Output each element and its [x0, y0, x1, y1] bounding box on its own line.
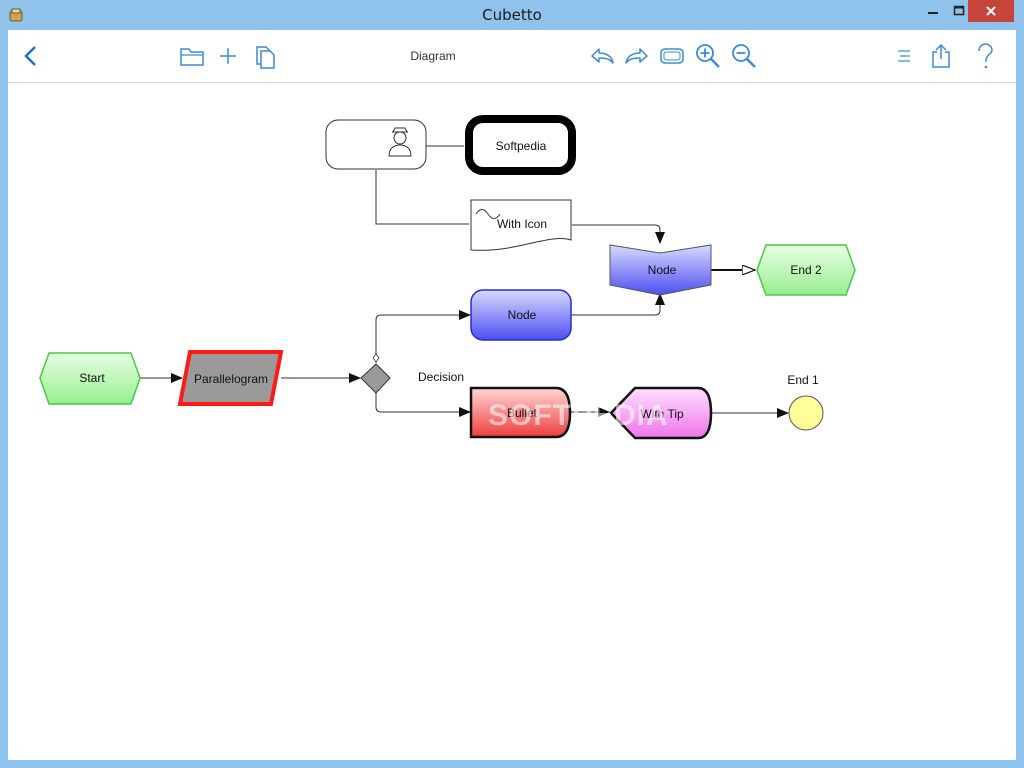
person-node[interactable] [325, 119, 427, 170]
end1-node[interactable]: End 1 [787, 373, 824, 431]
bullet-label: Bullet [507, 406, 538, 420]
toolbar: Diagram [8, 30, 1016, 83]
connector-decision-bullet [375, 393, 471, 417]
with-tip-label: With Tip [640, 407, 684, 421]
zoom-out-icon [732, 44, 756, 68]
parallelogram-label: Parallelogram [194, 372, 268, 386]
document-title: Diagram [410, 49, 456, 63]
connector-node-nodetop [571, 293, 665, 316]
share-button[interactable] [925, 40, 957, 72]
softpedia-node[interactable]: Softpedia [465, 115, 576, 175]
decision-label: Decision [418, 370, 464, 384]
parallelogram-node[interactable]: Parallelogram [177, 350, 284, 406]
redo-icon [625, 48, 648, 64]
redo-button[interactable] [621, 40, 653, 72]
zoom-in-icon [696, 44, 720, 68]
node-mid-label: Node [508, 308, 537, 322]
copy-icon [256, 46, 275, 69]
softpedia-label: Softpedia [496, 139, 547, 153]
minimize-button[interactable] [918, 0, 948, 22]
connector-decision-node [375, 310, 471, 363]
undo-button[interactable] [586, 40, 618, 72]
rounded-rect-icon [660, 48, 684, 64]
connector-person-withicon [375, 170, 469, 225]
share-icon [932, 43, 950, 68]
fit-button[interactable] [656, 40, 688, 72]
end2-node[interactable]: End 2 [756, 244, 856, 296]
zoom-in-button[interactable] [692, 40, 724, 72]
end1-label: End 1 [787, 373, 819, 387]
bullet-node[interactable]: Bullet [469, 386, 572, 439]
with-icon-node[interactable]: With Icon [470, 199, 572, 251]
node-top[interactable]: Node [609, 244, 712, 296]
maximize-button[interactable] [944, 0, 974, 22]
tilde-icon [475, 209, 501, 219]
connector-withicon-node [572, 224, 665, 244]
help-button[interactable] [969, 40, 1001, 72]
plus-icon [220, 48, 236, 64]
decision-node[interactable]: Decision [360, 353, 464, 394]
client-area: Diagram [8, 30, 1016, 760]
add-button[interactable] [212, 40, 244, 72]
start-label: Start [79, 371, 105, 385]
zoom-out-button[interactable] [728, 40, 760, 72]
node-top-label: Node [648, 263, 677, 277]
copy-button[interactable] [249, 40, 281, 72]
title-bar: Cubetto [0, 0, 1024, 30]
list-icon [898, 50, 910, 62]
start-node[interactable]: Start [39, 352, 141, 405]
with-icon-label: With Icon [497, 217, 547, 231]
back-button[interactable] [15, 40, 47, 72]
undo-icon [591, 48, 614, 64]
open-folder-button[interactable] [176, 40, 208, 72]
diagram-svg: Softpedia With Icon Node End 2 [39, 115, 856, 440]
node-mid[interactable]: Node [470, 289, 572, 341]
menu-button[interactable] [888, 40, 920, 72]
diagram-canvas[interactable]: Softpedia With Icon Node End 2 [8, 83, 1016, 760]
folder-icon [180, 48, 204, 66]
person-icon [388, 127, 412, 157]
app-icon [8, 7, 24, 23]
connectors [140, 145, 789, 418]
end2-label: End 2 [790, 263, 822, 277]
with-tip-node[interactable]: With Tip [609, 386, 713, 440]
watermark: SOFTPEDIA [488, 399, 669, 432]
close-button[interactable] [968, 0, 1014, 22]
window-title: Cubetto [482, 6, 542, 24]
question-icon [978, 43, 993, 69]
